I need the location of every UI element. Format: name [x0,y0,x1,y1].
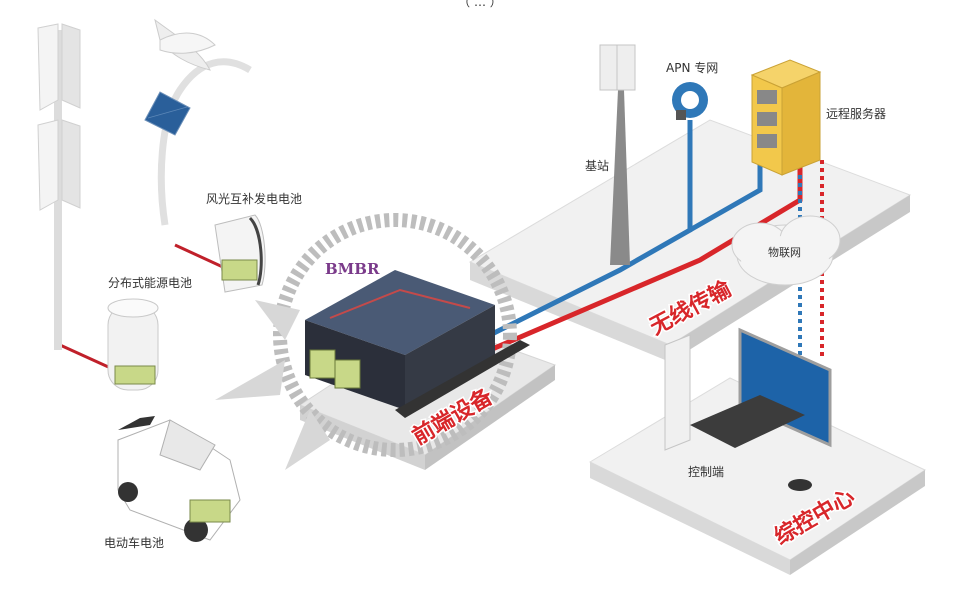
distributed-battery-icon [107,298,159,391]
iot-label: 物联网 [768,245,801,259]
remote-server-label: 远程服务器 [826,106,886,121]
wind-solar-lamp-icon [144,18,252,226]
top-cropped-text: （ … ） [458,0,502,9]
apn-label: APN 专网 [666,60,718,75]
iot-cloud-icon [731,215,841,286]
server-rack-icon [750,59,822,176]
base-station-label: 基站 [585,159,609,173]
wind-solar-battery-icon [214,214,266,293]
front-end-device [215,213,530,470]
ev-battery-label: 电动车电池 [104,535,164,550]
control-end-label: 控制端 [688,465,724,479]
distributed-battery-label: 分布式能源电池 [108,276,192,290]
device-brand-label: BMBR [325,260,380,278]
base-station-icon [599,44,636,265]
wind-solar-battery-label: 风光互补发电电池 [206,191,302,206]
control-terminal-icon [664,327,832,491]
apn-icon [672,82,708,120]
electric-car-icon [117,416,241,542]
wind-turbine-icon [37,23,81,350]
